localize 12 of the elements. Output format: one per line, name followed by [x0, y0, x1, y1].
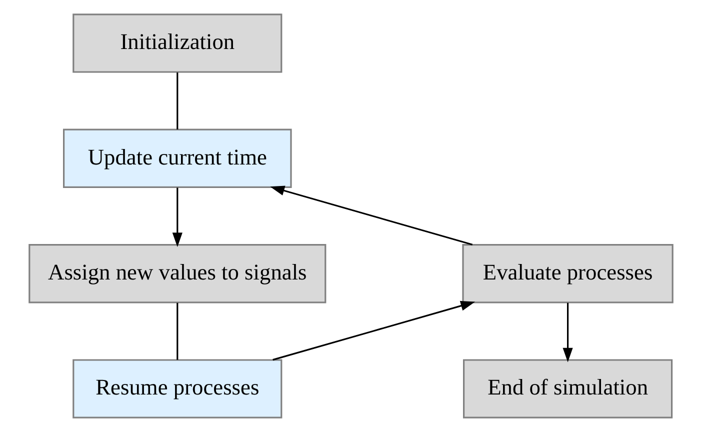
- node-box: Initialization: [72, 14, 282, 73]
- arrow: [270, 186, 473, 246]
- arrow: [562, 302, 573, 362]
- node-box: Assign new values to signals: [28, 244, 326, 304]
- connector: [176, 302, 178, 360]
- node-box: End of simulation: [463, 359, 673, 418]
- connector: [176, 72, 178, 130]
- arrow: [272, 300, 476, 361]
- arrow: [172, 188, 182, 248]
- node-box: Update current time: [63, 128, 292, 188]
- node-box: Evaluate processes: [462, 244, 674, 304]
- node-box: Resume processes: [72, 359, 282, 418]
